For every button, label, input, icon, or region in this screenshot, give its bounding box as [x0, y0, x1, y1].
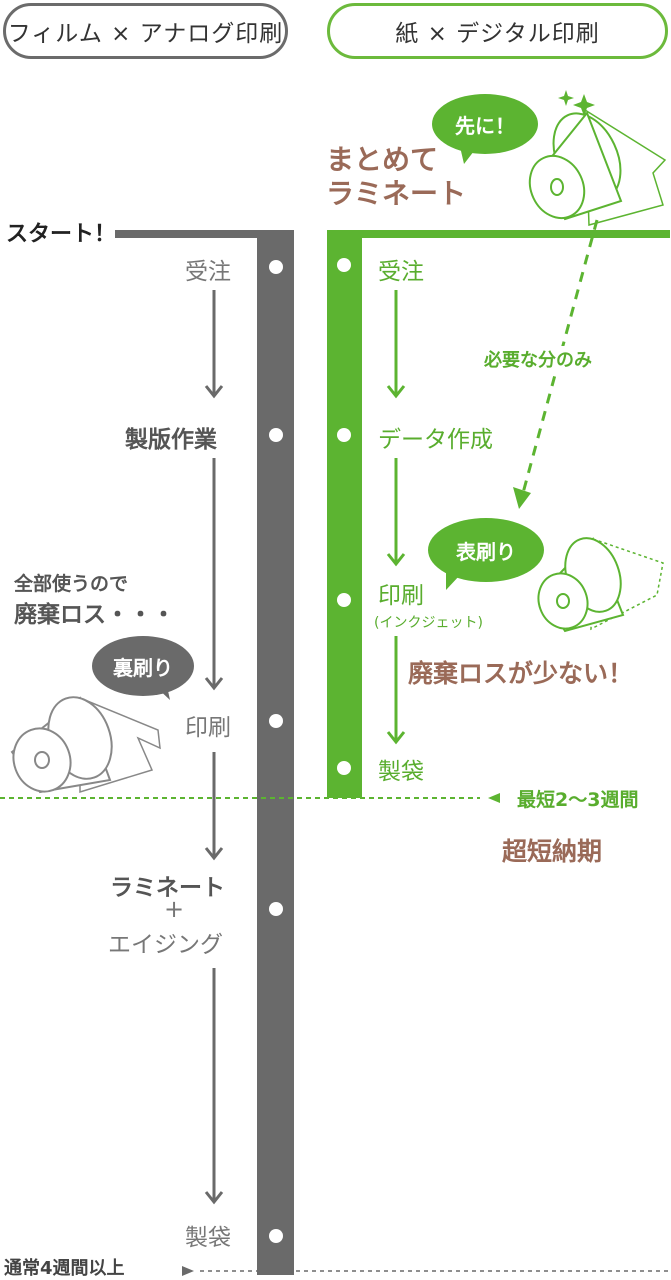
analog-step-print: 印刷	[185, 715, 231, 741]
digital-arrow-2	[386, 458, 406, 567]
analog-arrow-4	[204, 968, 224, 1205]
digital-first-bubble-text: 先に！	[455, 113, 515, 138]
analog-step-plus: +	[164, 895, 185, 923]
digital-header-label: 紙 × デジタル印刷	[395, 21, 600, 47]
analog-roll-icon	[10, 696, 161, 794]
needed-only-arrow	[513, 219, 599, 509]
digital-timeline-top	[327, 230, 670, 238]
analog-step-order: 受注	[185, 259, 231, 285]
analog-step-plate: 製版作業	[125, 427, 217, 453]
analog-dot-laminate	[269, 902, 283, 916]
digital-step-data: データ作成	[378, 427, 493, 453]
digital-dot-data	[337, 428, 351, 442]
analog-step-laminate: ラミネート	[110, 875, 225, 901]
digital-timeline-bar	[327, 230, 362, 798]
digital-step-print: 印刷	[378, 583, 424, 609]
analog-step-aging: エイジング	[108, 932, 223, 958]
analog-header-label: フィルム × アナログ印刷	[7, 21, 284, 47]
digital-arrow-1	[386, 290, 406, 399]
digital-lead-time-label: 最短2〜3週間	[517, 789, 639, 811]
analog-timeline-bar	[257, 230, 294, 1275]
analog-dot-order	[269, 260, 283, 274]
digital-roll-top-icon	[528, 108, 667, 226]
digital-first-bubble: 先に！	[432, 94, 538, 154]
analog-waste-note-line1: 全部使うので	[14, 573, 129, 595]
start-label: スタート！	[6, 222, 117, 247]
analog-arrow-3	[204, 752, 224, 861]
sparkle-icon	[558, 90, 595, 116]
digital-dot-bag	[337, 761, 351, 775]
analog-bubble: 裏刷り	[92, 636, 194, 696]
analog-waste-note-line2: 廃棄ロス・・・	[14, 602, 175, 628]
digital-print-bubble-text: 表刷り	[456, 539, 516, 564]
digital-step-order: 受注	[378, 259, 424, 285]
analog-arrow-2	[204, 458, 224, 691]
analog-dot-bag	[269, 1229, 283, 1243]
digital-step-inkjet: (インクジェット)	[374, 615, 483, 631]
less-waste-label: 廃棄ロスが少ない！	[408, 659, 634, 688]
needed-only-label: 必要な分のみ	[482, 346, 594, 372]
analog-lead-time-label: 通常4週間以上	[4, 1258, 125, 1279]
digital-laminate-line1: まとめて	[326, 143, 439, 176]
digital-arrow-3	[386, 636, 406, 745]
digital-laminate-line2: ラミネート	[326, 177, 467, 210]
digital-dot-order	[337, 258, 351, 272]
digital-dot-print	[337, 593, 351, 607]
analog-arrow-1	[204, 290, 224, 399]
fast-delivery-label: 超短納期	[502, 837, 603, 866]
analog-timeline-top	[115, 230, 294, 238]
digital-header-pill: 紙 × デジタル印刷	[327, 3, 668, 59]
analog-lead-time-line	[182, 1266, 671, 1276]
analog-bubble-text: 裏刷り	[113, 655, 173, 680]
digital-lead-time-line	[0, 793, 500, 803]
analog-step-bag: 製袋	[185, 1225, 231, 1251]
analog-dot-plate	[269, 428, 283, 442]
analog-dot-print	[269, 714, 283, 728]
digital-roll-mid-icon	[537, 537, 664, 633]
digital-step-bag: 製袋	[378, 759, 424, 785]
digital-print-bubble: 表刷り	[428, 518, 544, 582]
analog-header-pill: フィルム × アナログ印刷	[3, 3, 288, 59]
